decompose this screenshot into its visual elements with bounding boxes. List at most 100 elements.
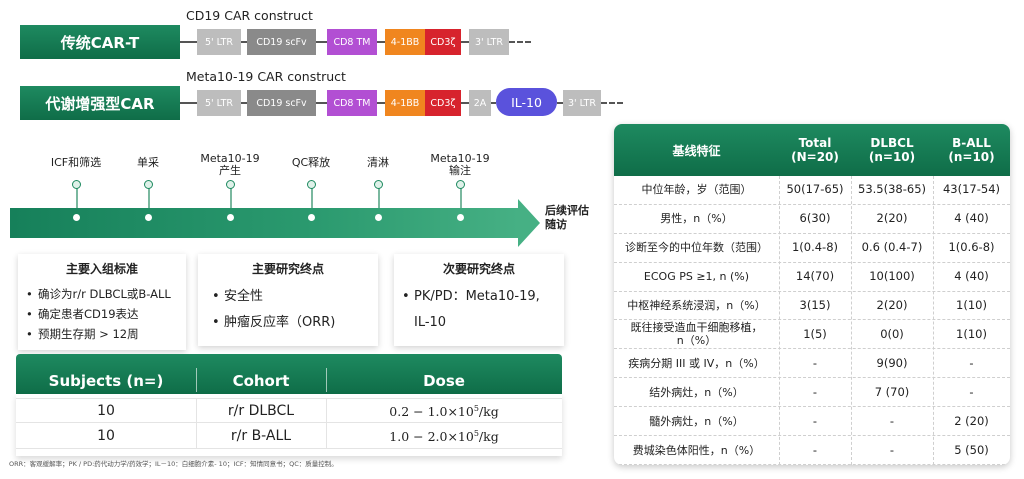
table-row: 诊断至今的中位年数（范围）1(0.4-8)0.6 (0.4-7)1(0.6-8)	[614, 234, 1010, 263]
baseline-feature-cell: 疾病分期 III 或 IV，n（%）	[628, 356, 765, 370]
segment-4-1bb: 4-1BB	[385, 29, 425, 55]
baseline-feature-cell: 结外病灶，n（%）	[649, 385, 744, 399]
baseline-feature-cell: 既往接受造血干细胞移植， n（%）	[630, 321, 763, 348]
ball-cell: 2 (20)	[954, 413, 989, 428]
segment-2a: 2A	[469, 90, 491, 116]
inclusion-item: 确定患者CD19表达	[24, 304, 186, 324]
dose-header: Dose	[423, 372, 465, 390]
dlbcl-cell: 0(0)	[880, 326, 904, 341]
ball-cell: 1(10)	[956, 326, 987, 341]
table-row: 男性，n（%）6(30)2(20)4 (40)	[614, 205, 1010, 234]
timeline-arrow-head	[518, 199, 540, 247]
segment-il10: IL-10	[496, 88, 557, 116]
subjects-table-body: 10 r/r DLBCL 0.2 − 1.0×105/kg 10 r/r B-A…	[16, 394, 562, 456]
ball-cell: 1(10)	[956, 298, 987, 313]
segment-cd8-tm: CD8 TM	[327, 29, 377, 55]
timeline-step-label: Meta10-19 输注	[430, 152, 490, 177]
dlbcl-cell: 2(20)	[876, 298, 908, 313]
ball-cell: 4 (40)	[954, 211, 989, 226]
abbreviation-footnote: ORR：客观缓解率；PK / PD:药代动力学/药效学；IL－10：白细胞介素-…	[9, 460, 338, 468]
subjects-cell: 10	[97, 403, 115, 419]
baseline-feature-cell: 中枢神经系统浸润，n（%）	[627, 299, 766, 313]
dlbcl-cell: 0.6 (0.4-7)	[861, 240, 923, 255]
timeline-pin	[307, 180, 316, 189]
total-cell: -	[812, 355, 818, 370]
table-row: 既往接受造血干细胞移植， n（%） 1(5) 0(0) 1(10)	[614, 321, 1010, 350]
inclusion-criteria-title: 主要入组标准	[65, 262, 138, 276]
segment-5ltr: 5' LTR	[197, 90, 241, 116]
baseline-feature-cell: 中位年龄，岁（范围）	[641, 183, 752, 197]
ball-cell: 1(0.6-8)	[948, 240, 995, 255]
timeline-pin	[226, 180, 235, 189]
timeline-node	[73, 214, 80, 221]
total-cell: 1(5)	[803, 326, 827, 341]
primary-endpoint-card: 主要研究终点 安全性 肿瘤反应率（ORR)	[198, 254, 378, 346]
table-row: 费城染色体阳性，n（%） - - 5 (50)	[614, 436, 1010, 465]
primary-endpoint-title: 主要研究终点	[251, 262, 324, 276]
total-header: Total (N=20)	[791, 136, 839, 164]
total-cell: -	[812, 442, 818, 457]
timeline-step-label: Meta10-19 产生	[200, 152, 260, 177]
timeline-step-label: QC释放	[291, 156, 331, 169]
ball-cell: -	[969, 355, 974, 370]
timeline-pin	[374, 180, 383, 189]
secondary-endpoint-card: 次要研究终点 PK/PD：Meta10-19, IL-10	[394, 254, 564, 346]
timeline-node	[145, 214, 152, 221]
timeline-node	[227, 214, 234, 221]
ball-cell: 4 (40)	[954, 269, 989, 284]
dose-cell: 1.0 − 2.0×105/kg	[389, 429, 499, 445]
conventional-car-label: 传统CAR-T	[20, 25, 180, 59]
timeline-node	[375, 214, 382, 221]
meta10-19-construct-title: Meta10-19 CAR construct	[186, 69, 346, 84]
dlbcl-cell: 2(20)	[876, 211, 908, 226]
table-row: ECOG PS ≥1, n (%) 14(70) 10(100) 4 (40)	[614, 263, 1010, 292]
total-cell: 6(30)	[799, 211, 831, 226]
table-row: 中枢神经系统浸润，n（%） 3(15) 2(20) 1(10)	[614, 292, 1010, 321]
segment-cd8-tm: CD8 TM	[327, 90, 377, 116]
segment-cd19-scfv: CD19 scFv	[247, 29, 316, 55]
total-cell: -	[812, 384, 818, 399]
segment-5ltr: 5' LTR	[197, 29, 241, 55]
table-row: 髓外病灶，n（%）--2 (20)	[614, 407, 1010, 437]
baseline-feature-cell: 费城染色体阳性，n（%）	[632, 443, 761, 457]
followup-label: 后续评估 随访	[545, 204, 589, 231]
timeline-node	[308, 214, 315, 221]
primary-endpoint-item: 安全性	[210, 284, 378, 310]
subjects-table-header: Subjects (n=) Cohort Dose	[16, 354, 562, 394]
dlbcl-cell: -	[889, 442, 895, 457]
table-row: 结外病灶，n（%）-7 (70)-	[614, 378, 1010, 408]
table-row: 中位年龄，岁（范围）50(17-65)53.5(38-65)43(17-54)	[614, 176, 1010, 205]
inclusion-item: 预期生存期 > 12周	[24, 324, 186, 344]
total-cell: 3(15)	[799, 298, 831, 313]
segment-cd3z: CD3ζ	[425, 29, 461, 55]
ball-cell: 5 (50)	[954, 442, 989, 457]
ball-header: B-ALL (n=10)	[948, 136, 995, 164]
baseline-characteristics-table: 基线特征 Total (N=20) DLBCL (n=10) B-ALL (n=…	[614, 124, 1010, 465]
cohort-cell: r/r DLBCL	[227, 403, 295, 419]
dlbcl-cell: -	[889, 413, 895, 428]
timeline-step-label: ICF和筛选	[50, 156, 102, 169]
timeline-step-label: 单采	[137, 156, 159, 169]
baseline-feature-cell: ECOG PS ≥1, n (%)	[643, 270, 750, 284]
subjects-header: Subjects (n=)	[48, 372, 164, 390]
secondary-endpoint-title: 次要研究终点	[442, 262, 515, 276]
segment-cd19-scfv: CD19 scFv	[247, 90, 316, 116]
ball-cell: 43(17-54)	[942, 182, 1001, 197]
total-cell: 14(70)	[795, 269, 835, 284]
cohort-header: Cohort	[232, 372, 290, 390]
baseline-feature-cell: 诊断至今的中位年数（范围）	[625, 241, 768, 255]
table-row: 10 r/r DLBCL 0.2 − 1.0×105/kg	[16, 398, 562, 424]
timeline-pin	[144, 180, 153, 189]
total-cell: -	[812, 413, 818, 428]
cohort-cell: r/r B-ALL	[230, 428, 292, 444]
cd19-construct-title: CD19 CAR construct	[186, 8, 313, 23]
ball-cell: -	[969, 384, 974, 399]
timeline-arrow	[10, 208, 520, 238]
dlbcl-cell: 53.5(38-65)	[858, 182, 926, 197]
dlbcl-header: DLBCL (n=10)	[868, 136, 916, 164]
segment-4-1bb: 4-1BB	[385, 90, 425, 116]
dlbcl-cell: 10(100)	[869, 269, 915, 284]
baseline-table-header: 基线特征 Total (N=20) DLBCL (n=10) B-ALL (n=…	[614, 124, 1010, 176]
timeline-step-label: 清淋	[367, 156, 389, 169]
secondary-endpoint-item: PK/PD：Meta10-19, IL-10	[400, 284, 558, 336]
